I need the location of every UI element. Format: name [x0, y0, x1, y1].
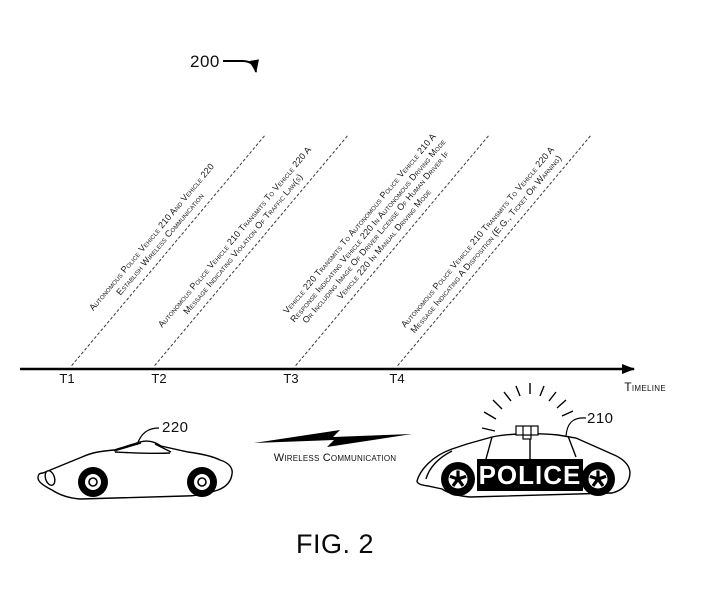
- tick-label-t2: T2: [151, 371, 167, 386]
- ref-220-label: 220: [162, 419, 189, 436]
- police-banner-text: POLICE: [478, 459, 582, 490]
- lightning-bolt-icon: [254, 430, 412, 447]
- tick-label-t1: T1: [59, 371, 75, 386]
- ref-200-arrow: [223, 59, 259, 73]
- civilian-headlight: [44, 470, 56, 486]
- police-light-rays: [481, 383, 574, 432]
- tick-label-t4: T4: [389, 371, 405, 386]
- police-a-pillar-line: [485, 436, 493, 460]
- civilian-car-illustration: [37, 427, 233, 500]
- police-front-wheel: [441, 462, 475, 496]
- police-banner: POLICE: [477, 459, 583, 491]
- police-rear-wheel: [581, 462, 615, 496]
- police-c-pillar-line: [567, 435, 577, 458]
- figure-caption: FIG. 2: [296, 529, 375, 559]
- tick-label-t3: T3: [283, 371, 299, 386]
- civilian-belt-line: [114, 451, 171, 455]
- police-nose-crease: [425, 450, 453, 480]
- civilian-rear-pillar-line: [154, 443, 172, 453]
- civilian-windshield-line: [113, 442, 142, 452]
- leader-line-220: [136, 427, 160, 446]
- timeline-axis-label: Timeline: [624, 380, 666, 394]
- civilian-front-wheel: [78, 467, 108, 497]
- civilian-rear-wheel: [187, 467, 217, 497]
- ref-200-label: 200: [190, 52, 220, 71]
- ref-210-label: 210: [587, 410, 614, 427]
- leader-line-210: [565, 417, 587, 437]
- wireless-communication-label: Wireless Communication: [273, 452, 397, 464]
- police-light-bar: [515, 425, 539, 440]
